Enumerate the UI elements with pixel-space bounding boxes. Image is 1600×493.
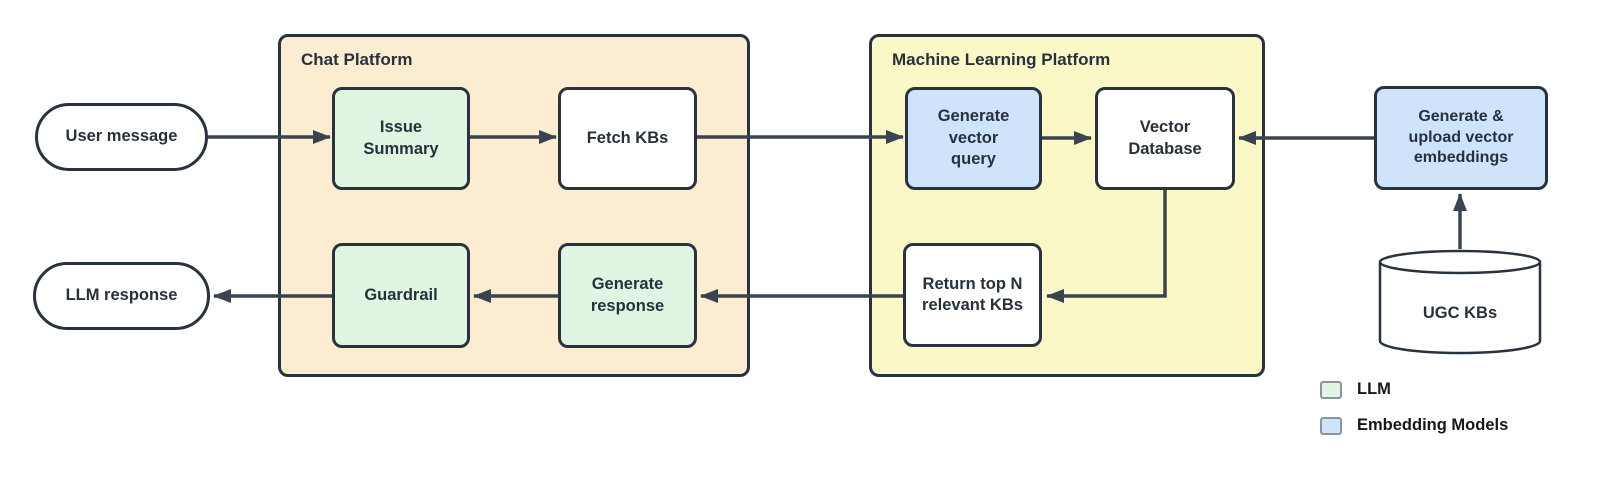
node-ugc-kbs-label: UGC KBs [1422,303,1498,322]
node-fetch-kbs: Fetch KBs [558,87,697,190]
node-user-message-label: User message [65,127,178,146]
legend-label-embedding-models: Embedding Models [1357,416,1509,434]
node-user-message: User message [35,103,208,171]
node-vector-database-label: Vector Database [1128,118,1202,158]
node-generate-response: Generate response [558,243,697,348]
node-return-top-n: Return top N relevant KBs [903,243,1042,347]
node-return-top-n-label: Return top N relevant KBs [922,274,1023,314]
node-generate-vector-query-label: Generate vector query [937,107,1010,169]
legend-swatch-llm [1320,380,1342,399]
node-fetch-kbs-label: Fetch KBs [586,128,669,147]
legend-swatch-embedding-models [1320,416,1342,435]
legend-item-llm: LLM [1320,379,1508,400]
ml-platform-title: Machine Learning Platform [892,50,1111,69]
database-cylinder-icon [1378,249,1542,355]
node-guardrail: Guardrail [332,243,470,348]
node-vector-database: Vector Database [1095,87,1235,190]
node-ugc-kbs-cylinder: UGC KBs [1378,249,1542,355]
legend-label-llm: LLM [1357,380,1391,398]
node-guardrail-label: Guardrail [364,285,438,304]
legend: LLM Embedding Models [1320,379,1508,451]
node-generate-response-label: Generate response [590,275,665,315]
node-issue-summary: Issue Summary [332,87,470,190]
node-issue-summary-label: Issue Summary [363,118,439,158]
node-generate-upload-embeddings-label: Generate & upload vector embeddings [1408,107,1514,167]
node-generate-upload-embeddings: Generate & upload vector embeddings [1374,86,1548,190]
node-generate-vector-query: Generate vector query [905,87,1042,190]
node-llm-response-label: LLM response [65,286,178,305]
chat-platform-title: Chat Platform [301,50,413,69]
legend-item-embedding-models: Embedding Models [1320,415,1508,436]
node-llm-response: LLM response [33,262,210,330]
